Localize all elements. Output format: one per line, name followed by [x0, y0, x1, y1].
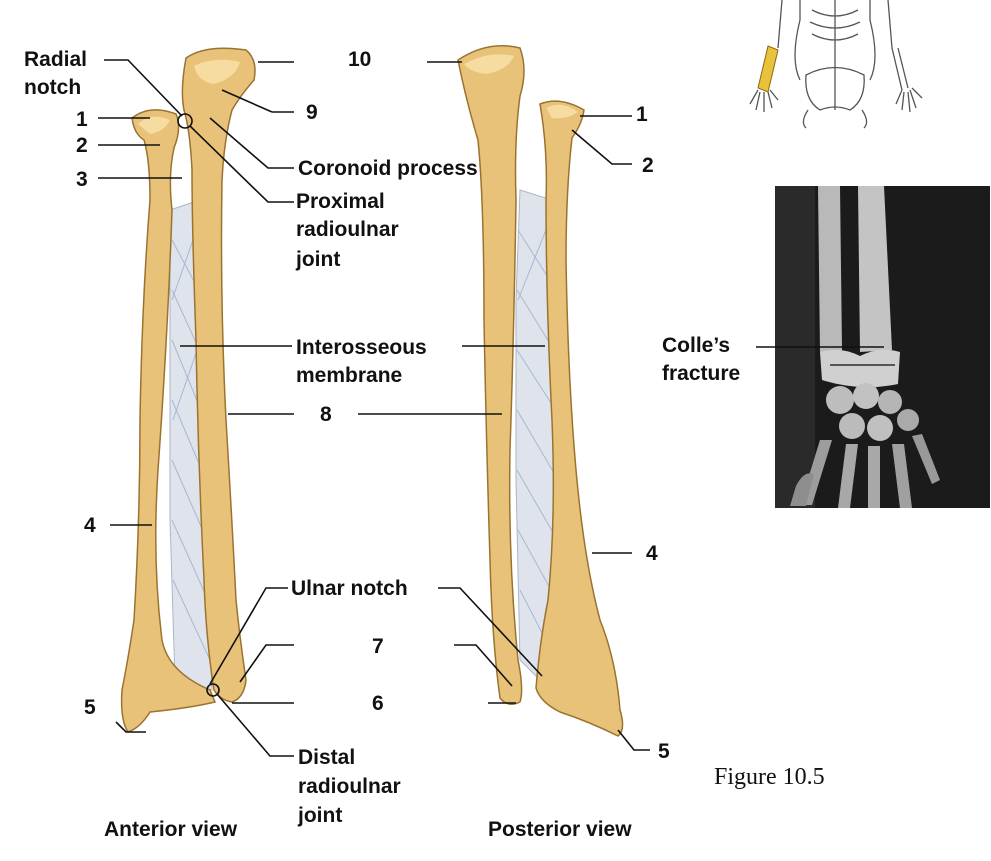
anterior-bones — [120, 47, 256, 733]
label-colles-line1: Colle’s — [662, 334, 730, 357]
number-5-right: 5 — [658, 740, 670, 763]
label-interosseous-line2: membrane — [296, 364, 402, 387]
figure-caption: Figure 10.5 — [714, 764, 825, 790]
number-2-right: 2 — [642, 154, 654, 177]
label-interosseous-line1: Interosseous — [296, 336, 427, 359]
proximal-radioulnar-joint-marker — [177, 113, 193, 129]
anterior-view-label: Anterior view — [104, 818, 238, 841]
skeleton-inset — [749, 0, 923, 129]
posterior-bones — [457, 45, 624, 737]
number-9: 9 — [306, 101, 318, 124]
number-8: 8 — [320, 403, 332, 426]
label-proximal-line3: joint — [295, 248, 340, 271]
ulna-anterior — [181, 47, 256, 703]
ulna-posterior — [457, 45, 525, 705]
label-distal-line2: radioulnar — [298, 775, 401, 798]
label-colles-line2: fracture — [662, 362, 740, 385]
number-1-right: 1 — [636, 103, 648, 126]
label-proximal-line2: radioulnar — [296, 218, 399, 241]
number-2-left: 2 — [76, 134, 88, 157]
number-4-left: 4 — [84, 514, 96, 537]
number-6: 6 — [372, 692, 384, 715]
number-3-left: 3 — [76, 168, 88, 191]
label-radial-notch-line2: notch — [24, 76, 81, 99]
radius-anterior — [120, 109, 217, 733]
number-5-left: 5 — [84, 696, 96, 719]
number-1-left: 1 — [76, 108, 88, 131]
number-4-right: 4 — [646, 542, 658, 565]
label-distal-line1: Distal — [298, 746, 355, 769]
number-7: 7 — [372, 635, 384, 658]
label-distal-line3: joint — [297, 804, 342, 827]
leader-lines — [98, 59, 884, 757]
posterior-view-label: Posterior view — [488, 818, 632, 841]
labels: Radial notch 1 2 3 4 5 10 9 Coronoid pro… — [24, 48, 825, 841]
number-10: 10 — [348, 48, 371, 71]
radius-posterior — [535, 100, 624, 737]
label-proximal-line1: Proximal — [296, 190, 385, 213]
highlighted-forearm-icon — [757, 45, 779, 93]
label-coronoid-process: Coronoid process — [298, 157, 478, 180]
label-radial-notch-line1: Radial — [24, 48, 87, 71]
label-ulnar-notch: Ulnar notch — [291, 577, 408, 600]
distal-radioulnar-joint-marker — [206, 683, 220, 697]
